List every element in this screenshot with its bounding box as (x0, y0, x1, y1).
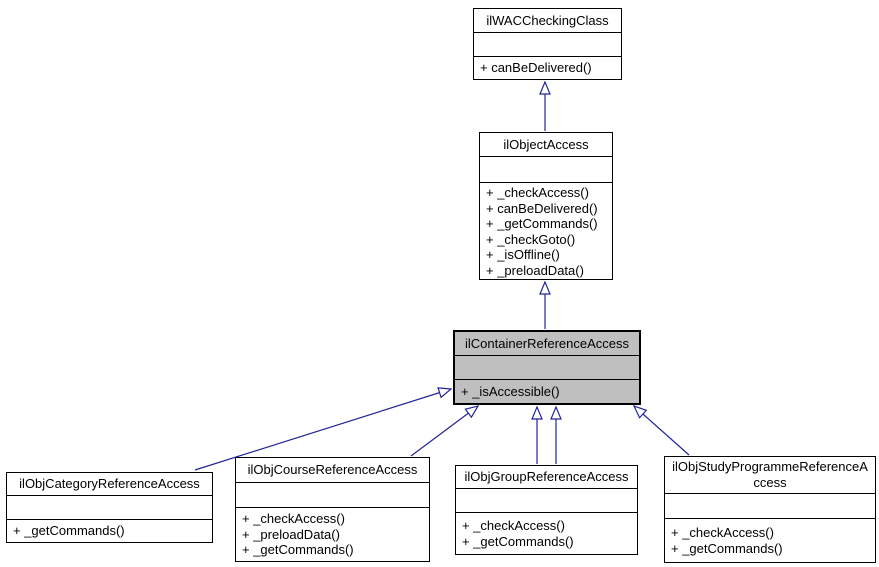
class-name[interactable]: ilObjStudyProgrammeReferenceAccess (665, 457, 875, 494)
method-label: + _getCommands() (486, 216, 598, 231)
class-methods: + _getCommands() (7, 520, 212, 542)
method-label: + _checkGoto() (486, 231, 576, 247)
class-methods: + _checkAccess() + _getCommands() (665, 519, 875, 562)
class-box-ilObjCourseReferenceAccess[interactable]: ilObjCourseReferenceAccess + _checkAcces… (235, 457, 430, 562)
method-label: + _checkAccess() (671, 525, 774, 540)
class-box-ilObjCategoryReferenceAccess[interactable]: ilObjCategoryReferenceAccess + _getComma… (6, 472, 213, 543)
class-methods: + _isAccessible() (455, 380, 639, 403)
class-box-ilObjectAccess[interactable]: ilObjectAccess + _checkAccess() + canBeD… (479, 132, 613, 280)
method-label: + _getCommands() (242, 542, 354, 558)
class-attributes-empty (480, 157, 612, 183)
class-name[interactable]: ilObjectAccess (480, 133, 612, 157)
class-name: ilContainerReferenceAccess (455, 332, 639, 356)
class-attributes-empty (455, 356, 639, 380)
method-label: + _checkAccess() (242, 511, 345, 527)
method-label: + _preloadData() (242, 526, 340, 542)
class-box-ilObjStudyProgrammeReferenceAccess[interactable]: ilObjStudyProgrammeReferenceAccess + _ch… (664, 456, 876, 563)
class-name[interactable]: ilObjGroupReferenceAccess (456, 466, 637, 489)
class-box-ilContainerReferenceAccess-current: ilContainerReferenceAccess + _isAccessib… (453, 330, 641, 405)
method-label: + _checkAccess() (462, 518, 565, 533)
class-methods: + _checkAccess() + _getCommands() (456, 513, 637, 554)
class-name[interactable]: ilObjCourseReferenceAccess (236, 458, 429, 483)
method-label: + canBeDelivered() (480, 60, 592, 76)
method-label: + canBeDelivered() (486, 200, 598, 216)
class-attributes-empty (7, 496, 212, 520)
class-name[interactable]: ilObjCategoryReferenceAccess (7, 473, 212, 496)
method-label: + _isAccessible() (461, 383, 560, 399)
class-methods: + _checkAccess() + _preloadData() + _get… (236, 508, 429, 561)
class-attributes-empty (236, 483, 429, 508)
method-label: + _getCommands() (671, 540, 783, 556)
class-box-ilObjGroupReferenceAccess[interactable]: ilObjGroupReferenceAccess + _checkAccess… (455, 465, 638, 555)
method-label: + _getCommands() (13, 523, 125, 539)
class-attributes-empty (474, 33, 621, 57)
method-label: + _checkAccess() (486, 185, 589, 200)
arrow-ilObjStudyProgrammeReferenceAccess-to-ilContainerReferenceAccess (632, 404, 690, 456)
class-name[interactable]: ilWACCheckingClass (474, 9, 621, 33)
class-methods: + _checkAccess() + canBeDelivered() + _g… (480, 183, 612, 280)
method-label: + _preloadData() (486, 262, 584, 278)
class-box-ilWACCheckingClass[interactable]: ilWACCheckingClass + canBeDelivered() (473, 8, 622, 80)
class-attributes-empty (665, 494, 875, 519)
arrow-ilObjCourseReferenceAccess-to-ilContainerReferenceAccess (410, 405, 480, 457)
method-label: + _getCommands() (462, 533, 574, 549)
method-label: + _isOffline() (486, 247, 560, 262)
class-attributes-empty (456, 489, 637, 513)
class-methods: + canBeDelivered() (474, 57, 621, 79)
